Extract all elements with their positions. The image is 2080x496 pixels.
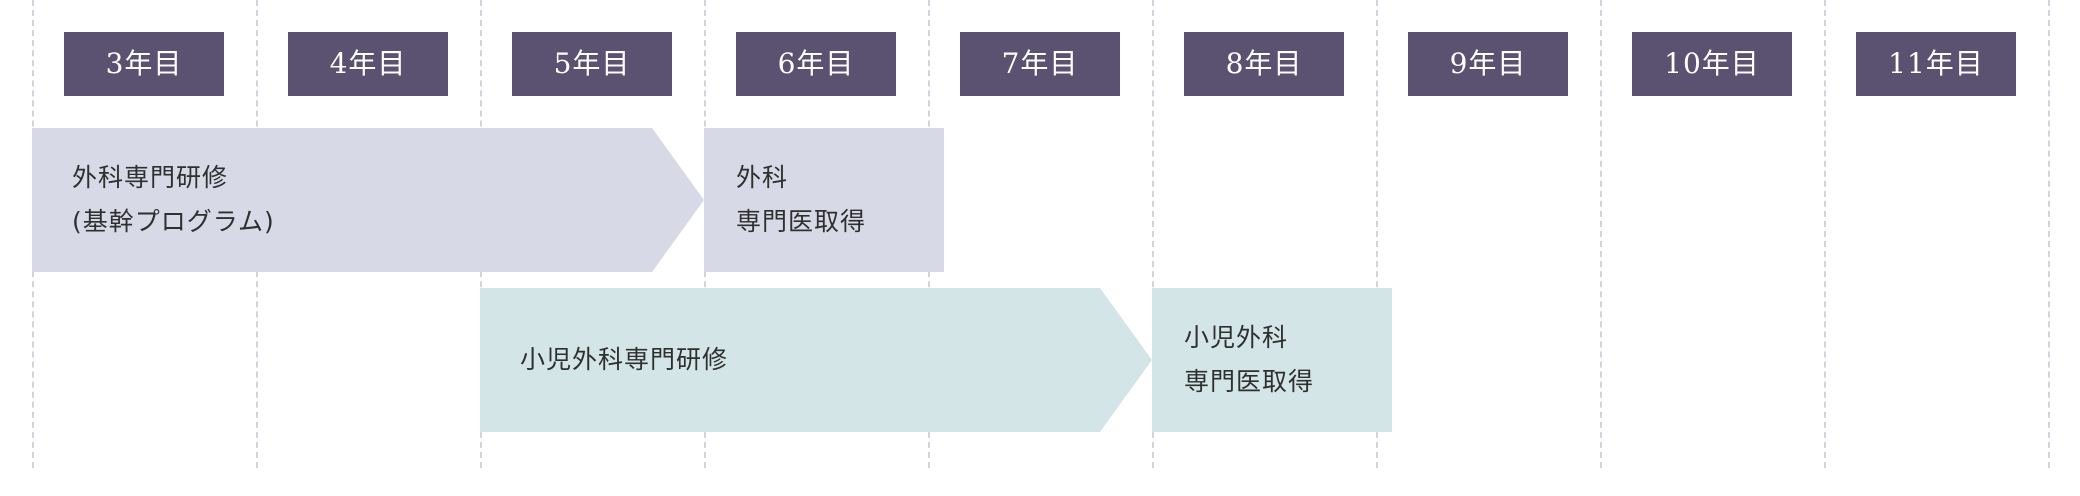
surgery-training-sublabel: (基幹プログラム) — [72, 207, 275, 236]
year-header-11: 11年目 — [1856, 32, 2016, 96]
column-divider — [1152, 0, 1154, 468]
pediatric-surgery-certification-label-1: 小児外科 — [1184, 323, 1289, 352]
year-header-3: 3年目 — [64, 32, 224, 96]
column-divider — [1376, 0, 1378, 468]
pediatric-surgery-training-arrow: 小児外科専門研修 — [480, 288, 1152, 432]
year-header-8: 8年目 — [1184, 32, 1344, 96]
surgery-training-label: 外科専門研修 — [72, 163, 229, 192]
pediatric-surgery-certification-label-2: 専門医取得 — [1184, 367, 1315, 396]
column-divider — [1600, 0, 1602, 468]
surgery-certification-label-1: 外科 — [736, 163, 789, 192]
year-header-5: 5年目 — [512, 32, 672, 96]
year-header-9: 9年目 — [1408, 32, 1568, 96]
year-header-6: 6年目 — [736, 32, 896, 96]
year-header-7: 7年目 — [960, 32, 1120, 96]
column-divider — [1824, 0, 1826, 468]
surgery-training-arrow: 外科専門研修 (基幹プログラム) — [32, 128, 704, 272]
year-header-10: 10年目 — [1632, 32, 1792, 96]
surgery-certification-label-2: 専門医取得 — [736, 207, 867, 236]
surgery-certification-box: 外科 専門医取得 — [704, 128, 944, 272]
pediatric-surgery-training-label: 小児外科専門研修 — [520, 345, 729, 374]
column-divider — [2048, 0, 2050, 468]
year-header-4: 4年目 — [288, 32, 448, 96]
pediatric-surgery-certification-box: 小児外科 専門医取得 — [1152, 288, 1392, 432]
